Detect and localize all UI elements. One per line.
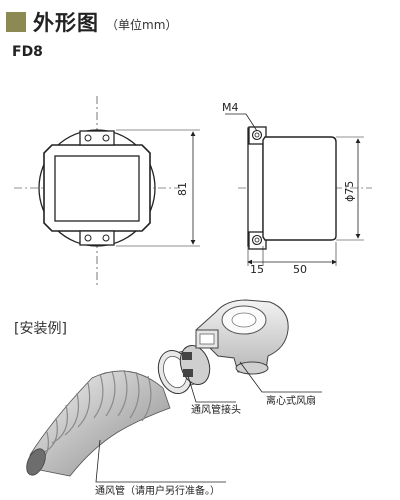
centrifugal-fan xyxy=(195,299,289,375)
side-flange xyxy=(247,127,264,247)
duct-hose xyxy=(26,369,171,477)
install-illustration xyxy=(26,299,322,483)
callout-fan: 离心式风扇 xyxy=(266,394,316,407)
side-body xyxy=(262,136,337,241)
dim-length-50: 50 xyxy=(293,263,307,276)
callout-duct: 通风管（请用户另行准备。） xyxy=(95,484,220,497)
model-label: FD8 xyxy=(12,44,43,60)
front-view xyxy=(14,96,200,285)
dim-height-81: 81 xyxy=(176,182,189,196)
duct-connector xyxy=(157,344,211,394)
unit-note: （单位mm） xyxy=(106,17,178,32)
dim-diameter-75: ϕ75 xyxy=(343,181,356,202)
front-top-tab xyxy=(79,130,115,146)
title-bar: 外形图 （单位mm） xyxy=(6,8,177,36)
title-marker xyxy=(6,12,26,32)
dim-flange-15: 15 xyxy=(250,263,264,276)
front-opening xyxy=(54,155,140,222)
callout-duct-connector: 通风管接头 xyxy=(191,403,241,416)
front-flange xyxy=(43,144,151,232)
side-view xyxy=(225,113,372,266)
install-example-label: [安装例] xyxy=(14,321,67,337)
front-outer-circle xyxy=(38,129,156,247)
page-title: 外形图 xyxy=(33,11,99,35)
screw-label: M4 xyxy=(222,101,239,114)
front-bottom-tab xyxy=(79,230,115,246)
